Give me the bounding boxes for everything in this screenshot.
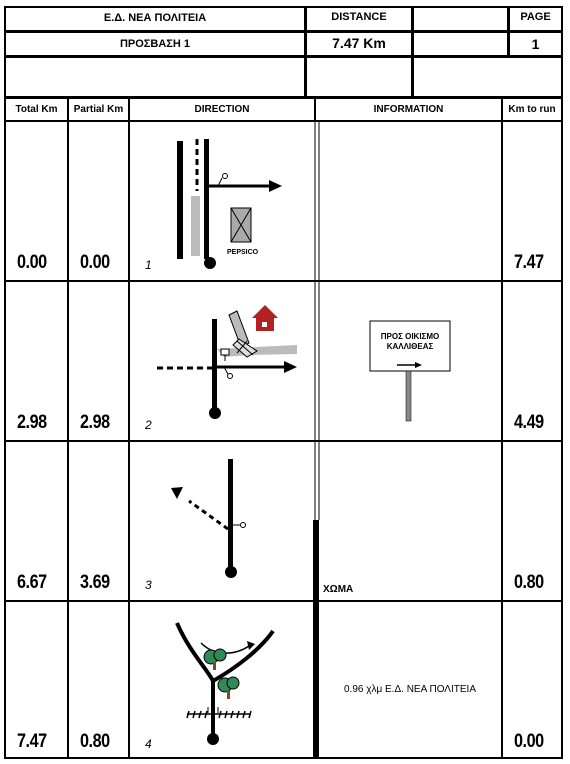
distance-label: DISTANCE (331, 11, 387, 23)
page-label: PAGE (520, 11, 551, 23)
tree-icon (203, 648, 227, 670)
row-2-km-to-run: 4.49 (514, 412, 544, 433)
row-2-sign-line-1: ΠΡΟΣ ΟΙΚΙΣΜΟ (380, 332, 440, 341)
row-2-sign-line-2: ΚΑΛΛΙΘΕΑΣ (386, 342, 434, 351)
row-1-direction-diagram (177, 139, 282, 269)
row-2-index: 2 (145, 418, 152, 432)
row-4-direction-diagram (175, 622, 275, 745)
row-1-km-to-run: 7.47 (514, 252, 544, 273)
row-2-road-sign (369, 320, 451, 422)
row-2-total-km: 2.98 (17, 412, 47, 433)
distance-value: 7.47 Km (332, 35, 386, 51)
row-1-index: 1 (145, 258, 152, 272)
row-1-landmark-label: PEPSICO (227, 249, 259, 256)
tree-icon-2 (217, 676, 240, 699)
row-3-index: 3 (145, 578, 152, 592)
row-3-total-km: 6.67 (17, 572, 47, 593)
row-1-partial-km: 0.00 (80, 252, 110, 273)
row-3-info-surface: ΧΩΜΑ (323, 584, 354, 595)
row-4-partial-km: 0.80 (80, 731, 110, 752)
row-3-partial-km: 3.69 (80, 572, 110, 593)
row-4-km-to-run: 0.00 (514, 731, 544, 752)
row-3-km-to-run: 0.80 (514, 572, 544, 593)
row-1-total-km: 0.00 (17, 252, 47, 273)
row-4-info: 0.96 χλμ Ε.Δ. ΝΕΑ ΠΟΛΙΤΕΙΑ (343, 684, 476, 695)
route-title: Ε.Δ. ΝΕΑ ΠΟΛΙΤΕΙΑ (103, 12, 207, 24)
page-value: 1 (531, 36, 540, 52)
row-4-total-km: 7.47 (17, 731, 47, 752)
row-3-direction-diagram (171, 459, 246, 578)
row-2-direction-diagram (157, 305, 297, 419)
row-2-partial-km: 2.98 (80, 412, 110, 433)
row-4-index: 4 (145, 737, 152, 751)
page-value-box (508, 31, 563, 57)
route-subtitle: ΠΡΟΣΒΑΣΗ 1 (119, 38, 191, 50)
